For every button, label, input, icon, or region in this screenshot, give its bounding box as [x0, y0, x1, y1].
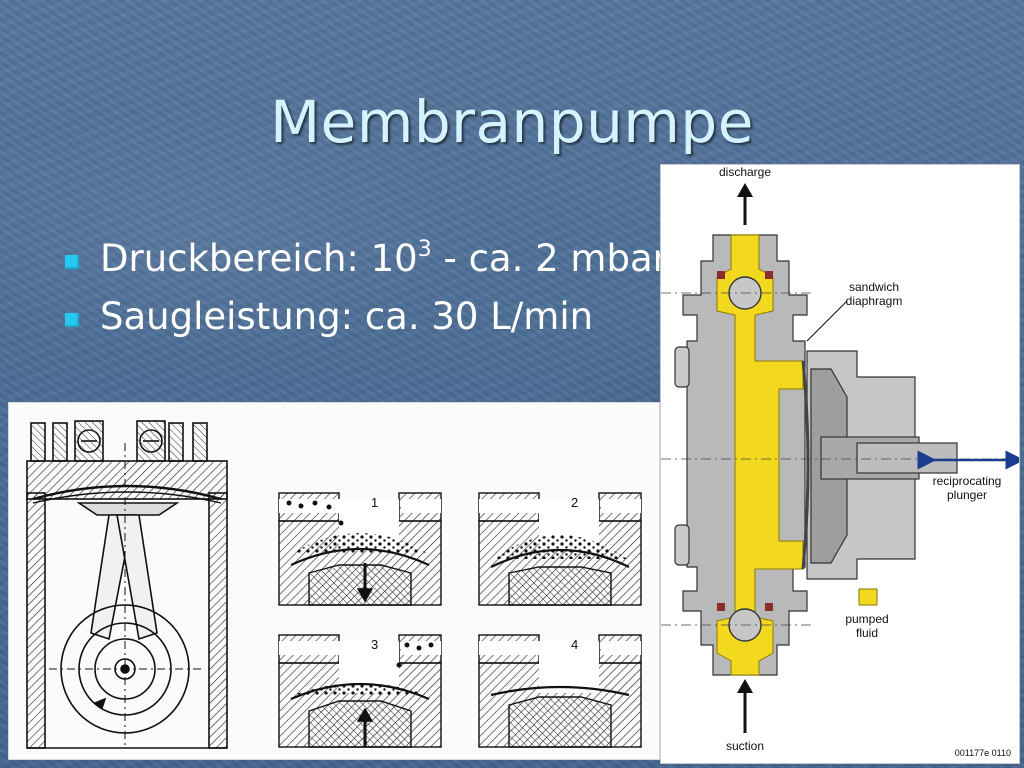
- step-label: 3: [371, 637, 378, 652]
- step-label: 2: [571, 495, 578, 510]
- plunger-label-line2: plunger: [947, 488, 987, 502]
- bullet-square-icon: [65, 313, 79, 327]
- bullet-list: Druckbereich: 103 - ca. 2 mbar Saugleist…: [62, 234, 668, 350]
- pumped-fluid-label-line1: pumped: [845, 612, 888, 626]
- bullet-suction-capacity: Saugleistung: ca. 30 L/min: [62, 292, 668, 350]
- pumped-fluid-legend-swatch: [858, 588, 878, 606]
- diaphragm-cross-section-panel: discharge suction: [660, 164, 1024, 764]
- bullet-text: Saugleistung: ca. 30 L/min: [100, 295, 594, 338]
- bullet-pressure-range: Druckbereich: 103 - ca. 2 mbar: [62, 234, 668, 292]
- step-label: 4: [571, 637, 578, 652]
- discharge-label: discharge: [719, 165, 771, 179]
- diaphragm-label: diaphragm: [846, 294, 903, 308]
- bullet-text: Druckbereich: 10: [100, 237, 418, 280]
- sandwich-leader-line: [806, 300, 848, 342]
- pumped-fluid-label-line2: fluid: [856, 626, 878, 640]
- sandwich-label: sandwich: [849, 280, 899, 294]
- diaphragm-cross-section: discharge suction: [661, 165, 1024, 758]
- slide-title: Membranpumpe: [270, 88, 754, 156]
- bullet-superscript: 3: [417, 236, 432, 262]
- piston-pump-drawing: [26, 420, 228, 749]
- suction-label: suction: [726, 739, 764, 753]
- stroke-step-3: 3: [278, 634, 442, 748]
- stroke-step-4: 4: [478, 634, 642, 748]
- stroke-step-2: 2: [478, 492, 642, 606]
- diaphragm-pump-sketch: 1 2: [26, 420, 642, 749]
- figure-code: 001177e 0110: [955, 748, 1011, 758]
- step-label: 1: [371, 495, 378, 510]
- bullet-square-icon: [65, 255, 79, 269]
- stroke-step-1: 1: [278, 492, 442, 606]
- diaphragm-pump-sketch-panel: 1 2: [8, 402, 660, 760]
- bullet-text-suffix: - ca. 2 mbar: [431, 237, 668, 280]
- plunger-label-line1: reciprocating: [933, 474, 1002, 488]
